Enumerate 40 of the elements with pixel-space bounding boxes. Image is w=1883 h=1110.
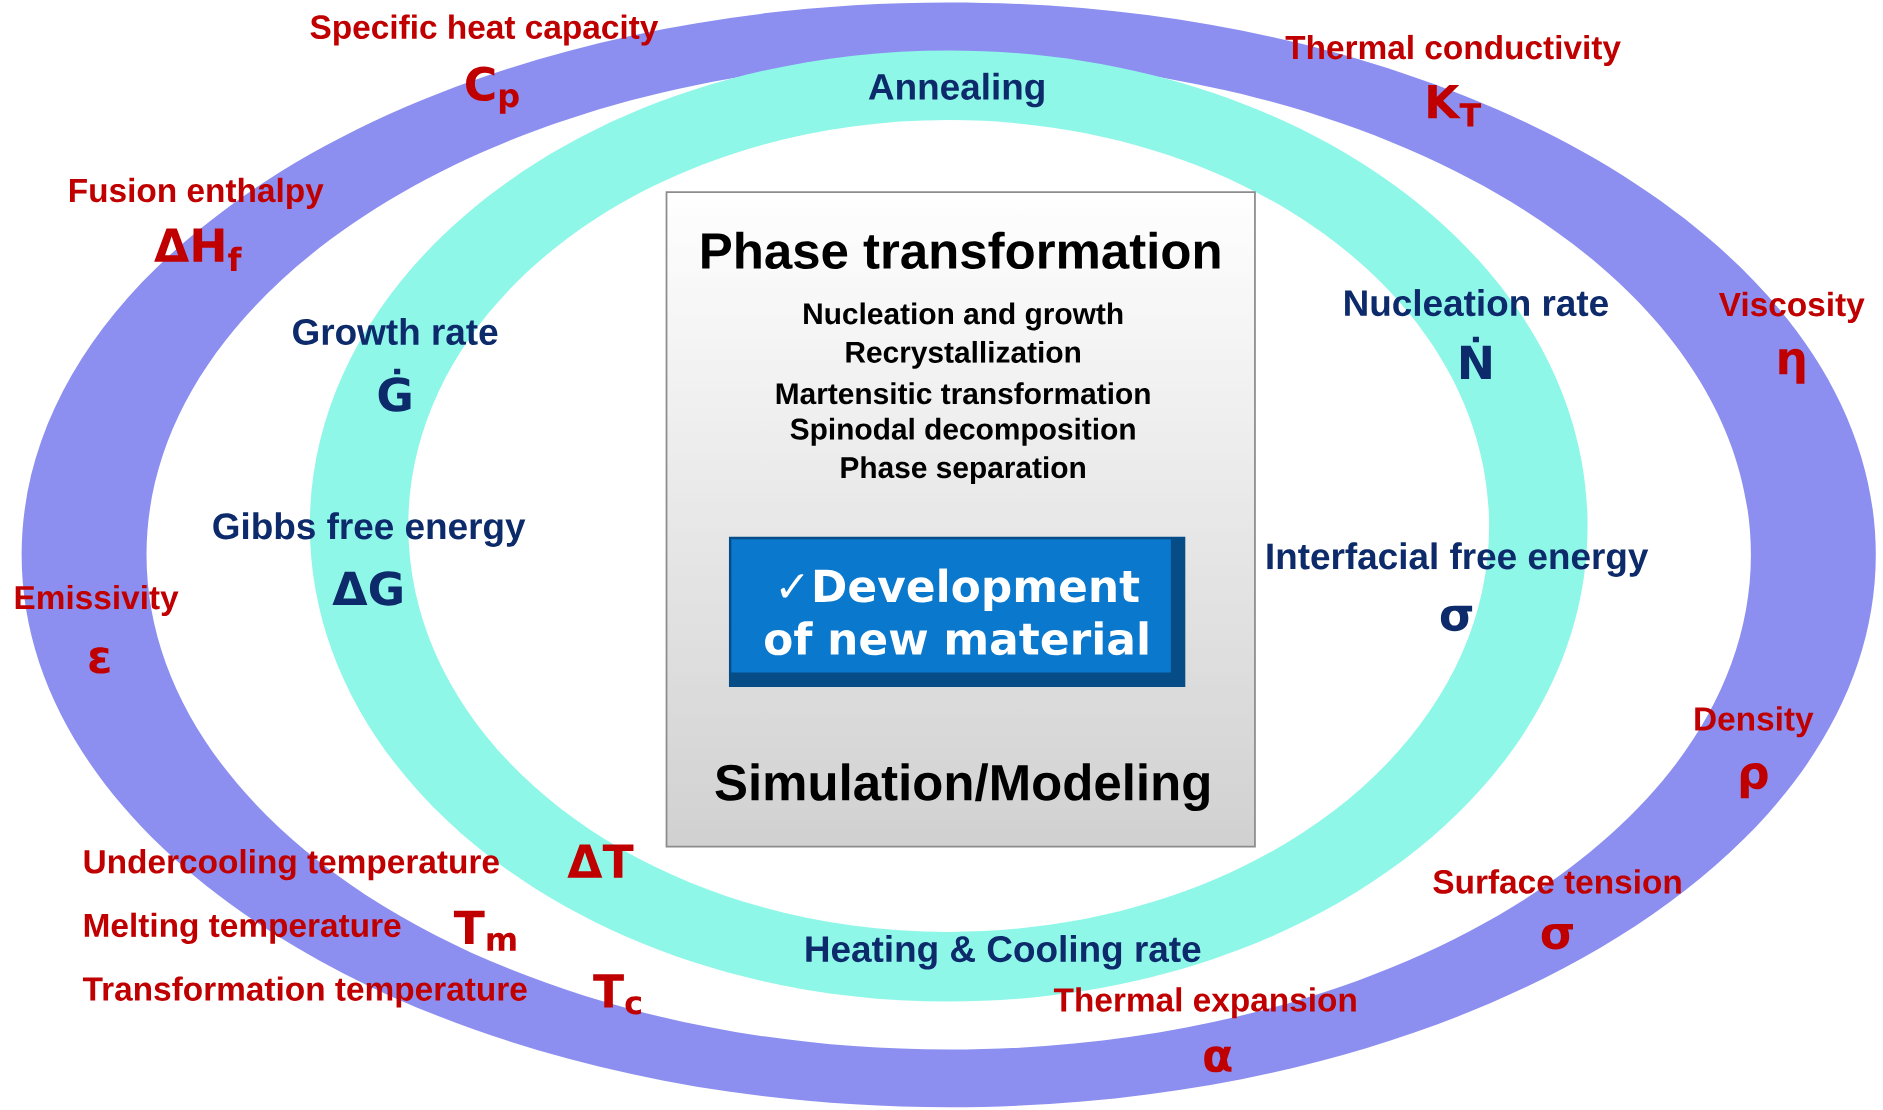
symbol-label: Ṅ [1461,336,1491,380]
property-label: Thermal conductivity [1285,35,1621,67]
highlight-button: ✓Development of new material [728,537,1186,688]
symbol-label: ρ [1740,763,1768,799]
symbol-label: σ [1440,605,1473,632]
parameter-label: Growth rate [293,318,498,346]
symbol-label: α [1204,1046,1232,1073]
property-label: Specific heat capacity [310,14,659,46]
property-label: Melting temperature [84,912,401,945]
symbol-label: η [1779,348,1805,384]
symbol-label: ΔH$_{f}$ [154,228,242,272]
symbol-label: T$_{m}$ [453,910,516,951]
list-item: Nucleation and growth [804,302,1123,331]
property-label: Thermal expansion [1053,987,1356,1019]
list-item: Martensitic transformation [776,382,1150,405]
property-label: Emissivity [15,585,179,617]
symbol-label: Ġ [378,369,411,412]
list-item: Spinodal decomposition [790,418,1135,446]
list-item: Recrystallization [846,341,1080,369]
property-label: Transformation temperature [82,976,527,1008]
parameter-label: Gibbs free energy [213,512,526,548]
parameter-label: Interfacial free energy [1267,542,1649,578]
symbol-label: ε [89,647,110,674]
parameter-label: Annealing [868,73,1044,108]
symbol-label: σ [1541,924,1573,950]
property-label: Density [1695,706,1814,738]
symbol-label: ΔT [567,844,634,878]
property-label: Surface tension [1433,869,1681,894]
parameter-label: Nucleation rate [1345,289,1608,317]
symbol-label: C$_{p}$ [466,66,519,114]
parameter-label: Heating & Cooling rate [806,935,1201,970]
property-label: Viscosity [1718,292,1865,324]
property-label: Fusion enthalpy [70,177,324,210]
property-label: Undercooling temperature [84,849,499,881]
list-item: Phase separation [841,456,1085,485]
symbol-label: ΔG [332,571,402,606]
symbol-label: K$_{T}$ [1428,85,1482,127]
heading: Simulation/Modeling [715,763,1209,812]
heading: Phase transformation [702,231,1220,270]
symbol-label: T$_{c}$ [593,974,641,1015]
